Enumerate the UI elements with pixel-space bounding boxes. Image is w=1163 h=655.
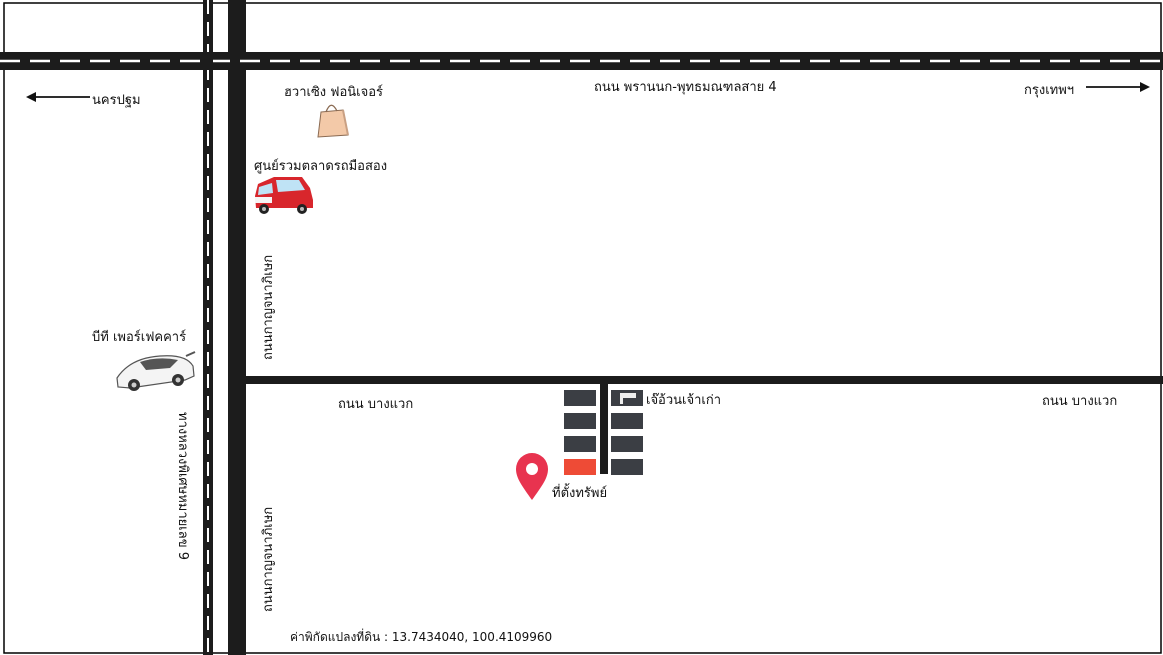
food-stall-icon: [614, 390, 642, 404]
highway-9-road: [203, 0, 213, 655]
coordinates-label: ค่าพิกัดแปลงที่ดิน : 13.7434040, 100.410…: [290, 630, 553, 644]
map-border: [3, 2, 1162, 654]
bangwaek-road-label-left: ถนน บางแวก: [338, 397, 414, 412]
direction-west-label: นครปฐม: [92, 93, 141, 108]
highway-9-label: ทางหลวงพิเศษหมายเลข 9: [175, 412, 190, 560]
jay-uan-stall-label: เจ๊อ้วนเจ้าเก่า: [646, 393, 722, 408]
soi-road: [600, 384, 608, 474]
kanchanaphisek-road-label-lower: ถนนกาญจนาภิเษก: [261, 506, 276, 612]
arrow-west-icon: [26, 92, 90, 102]
shopping-bag-icon: [317, 104, 349, 138]
lot-block: [564, 436, 596, 452]
used-car-market-label: ศูนย์รวมตลาดรถมือสอง: [254, 159, 388, 174]
bangwaek-road: [246, 376, 1163, 384]
bangwaek-road-label-right: ถนน บางแวก: [1042, 394, 1118, 409]
top-road: [0, 52, 1163, 70]
arrow-east-icon: [1086, 82, 1150, 92]
red-car-icon: [255, 177, 313, 214]
lot-block: [611, 436, 643, 452]
lot-block: [564, 413, 596, 429]
top-road-label: ถนน พรานนก-พุทธมณฑลสาย 4: [594, 80, 777, 95]
kanchanaphisek-road-label-upper: ถนนกาญจนาภิเษก: [261, 254, 276, 360]
kanchanaphisek-road: [228, 0, 246, 655]
location-pin-icon: [516, 453, 548, 500]
direction-east-label: กรุงเทพฯ: [1024, 83, 1075, 98]
property-location-label: ที่ตั้งทรัพย์: [552, 486, 608, 501]
bt-perfect-car-label: บีที เพอร์เฟคคาร์: [92, 330, 187, 345]
property-lot: [564, 459, 596, 475]
white-sports-car-icon: [116, 351, 196, 391]
lot-block: [611, 413, 643, 429]
furniture-landmark-label: ฮวาเซิง ฟอนิเจอร์: [284, 85, 384, 100]
lot-block: [564, 390, 596, 406]
lot-block: [611, 459, 643, 475]
